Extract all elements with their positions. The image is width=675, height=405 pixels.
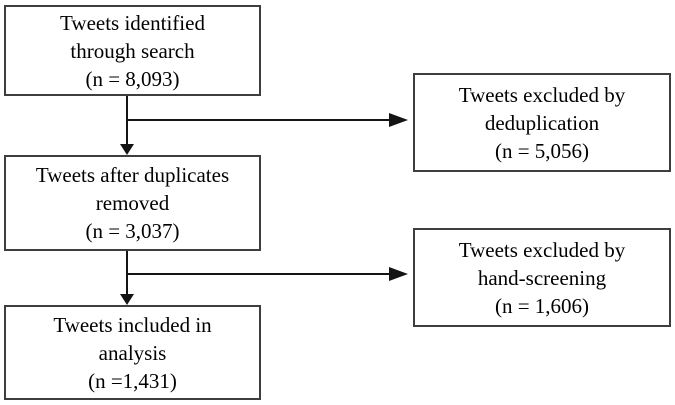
box-tweets-excluded-deduplication: Tweets excluded by deduplication (n = 5,… (413, 73, 671, 172)
box-excluded-hand-line2: hand-screening (477, 265, 607, 290)
box-tweets-identified-count: (n = 8,093) (85, 66, 180, 91)
arrowhead-down-icon (120, 294, 134, 305)
box-included-count: (n =1,431) (88, 368, 177, 393)
box-after-duplicates-line1: Tweets after duplicates (35, 163, 230, 187)
arrow-line-branch-to-dedup-exclusion (126, 119, 389, 121)
box-after-duplicates-count: (n = 3,037) (85, 219, 180, 243)
box-tweets-included-analysis: Tweets included in analysis (n =1,431) (4, 305, 261, 400)
box-tweets-after-duplicates-removed: Tweets after duplicates removed (n = 3,0… (4, 155, 261, 251)
arrowhead-right-icon (389, 113, 408, 127)
box-excluded-hand-line1: Tweets excluded by (458, 237, 626, 262)
arrowhead-down-icon (120, 144, 134, 155)
arrowhead-right-icon (389, 267, 408, 281)
box-after-duplicates-line2: removed (95, 191, 170, 215)
box-excluded-dedup-line1: Tweets excluded by (458, 82, 626, 107)
box-tweets-identified: Tweets identified through search (n = 8,… (4, 5, 261, 96)
box-excluded-dedup-count: (n = 5,056) (494, 138, 590, 163)
box-excluded-hand-count: (n = 1,606) (494, 293, 590, 318)
box-excluded-dedup-line2: deduplication (484, 110, 600, 135)
box-tweets-identified-line2: through search (70, 38, 195, 63)
box-included-line1: Tweets included in (53, 312, 212, 337)
arrow-line-branch-to-hand-exclusion (126, 273, 389, 275)
box-included-line2: analysis (98, 340, 167, 365)
box-tweets-excluded-hand-screening: Tweets excluded by hand-screening (n = 1… (413, 228, 671, 327)
box-tweets-identified-line1: Tweets identified (60, 10, 205, 35)
